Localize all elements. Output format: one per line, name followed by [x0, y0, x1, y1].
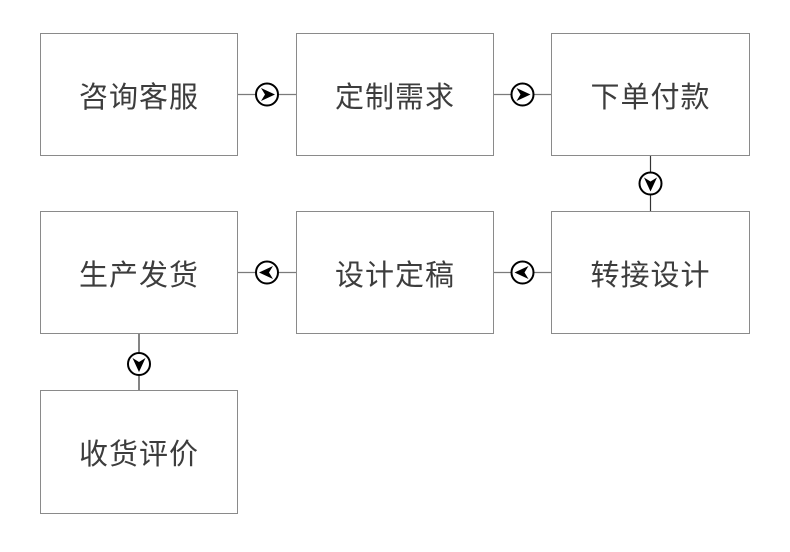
arrow-down-icon	[132, 358, 146, 372]
flow-node-order-payment: 下单付款	[551, 33, 750, 156]
flow-node-consult-service: 咨询客服	[40, 33, 238, 156]
flow-node-label: 咨询客服	[78, 81, 199, 114]
flow-node-design-finalize: 设计定稿	[296, 211, 494, 334]
connector-payment-to-transfer	[638, 156, 663, 211]
connector-consult-to-requirements	[238, 82, 296, 107]
connector-finalize-to-production	[238, 260, 296, 285]
connector-transfer-to-finalize	[494, 260, 551, 285]
arrow-left-icon	[514, 266, 529, 279]
flow-node-transfer-design: 转接设计	[551, 211, 750, 334]
flow-node-label: 定制需求	[334, 81, 455, 114]
flow-node-production-shipping: 生产发货	[40, 211, 238, 334]
arrow-left-icon	[259, 266, 273, 279]
flow-node-label: 设计定稿	[334, 259, 455, 292]
flow-node-label: 生产发货	[78, 259, 199, 292]
arrow-right-icon	[516, 88, 531, 101]
flow-node-receive-review: 收货评价	[40, 390, 238, 514]
flow-node-custom-requirements: 定制需求	[296, 33, 494, 156]
flow-node-label: 转接设计	[590, 259, 711, 292]
arrow-down-icon	[644, 177, 657, 192]
flow-node-label: 下单付款	[590, 81, 711, 114]
flow-node-label: 收货评价	[78, 439, 199, 471]
arrow-right-icon	[261, 88, 275, 101]
connector-requirements-to-payment	[494, 82, 551, 107]
connector-production-to-review	[127, 334, 151, 390]
